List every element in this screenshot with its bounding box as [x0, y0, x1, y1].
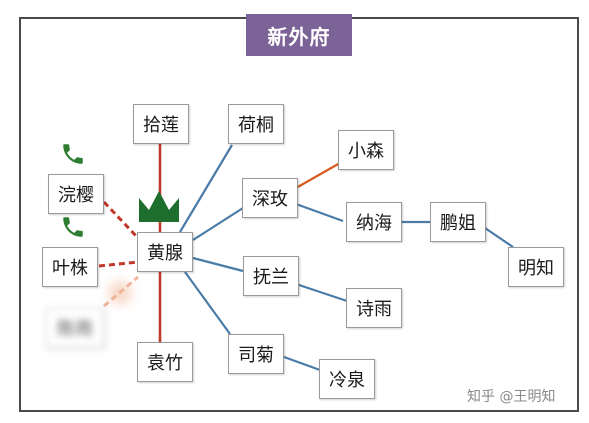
node-shilian: 拾莲 [133, 104, 189, 144]
crown-icon [139, 191, 179, 222]
diagram-title: 新外府 [246, 14, 352, 56]
edge-huangzhuan-siju [184, 271, 231, 335]
edge-huangzhuan-fulan [192, 256, 244, 273]
node-hetong: 荷桐 [228, 104, 284, 144]
node-xiaosen: 小森 [338, 130, 394, 170]
node-shenmei: 深玫 [242, 178, 298, 218]
node-shiyu: 诗雨 [346, 288, 402, 328]
node-huanying: 浣樱 [48, 174, 104, 214]
node-lengquan: 冷泉 [319, 359, 375, 399]
edge-siju-lengquan [283, 355, 321, 372]
edge-pengjie-mingzhi [484, 227, 514, 248]
phone-icon [63, 217, 83, 237]
node-fulan: 抚兰 [243, 256, 299, 296]
blurred-highlight [100, 278, 140, 308]
node-yuanzhu: 袁竹 [137, 342, 193, 382]
node-siju: 司菊 [228, 334, 284, 374]
edge-huanying-huangzhuan [102, 200, 140, 240]
node-mingzhi: 明知 [508, 247, 564, 287]
node-yezhu: 叶株 [42, 247, 98, 287]
edge-shenmei-nahai [295, 202, 344, 223]
edge-yezhu-huangzhuan [98, 260, 139, 268]
node-blurred: 陈雨 [46, 308, 104, 348]
node-pengjie: 鹏姐 [430, 202, 486, 242]
phone-icon [63, 144, 83, 164]
edge-fulan-shiyu [295, 282, 348, 303]
edge-huangzhuan-hetong [179, 144, 233, 233]
edge-huangzhuan-shenmei [192, 207, 244, 241]
edge-shenmei-xiaosen [295, 162, 341, 189]
node-huangzhuan: 黄腺 [137, 232, 193, 272]
node-nahai: 纳海 [346, 202, 402, 242]
watermark: 知乎 @王明知 [467, 389, 556, 405]
